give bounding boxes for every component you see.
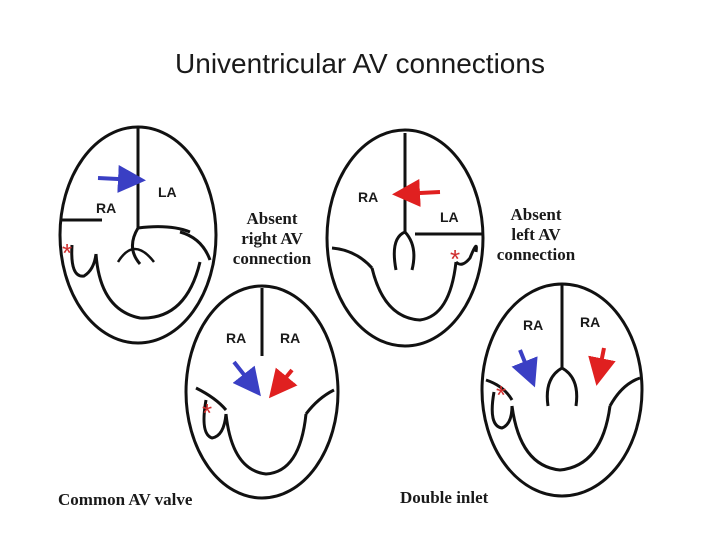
caption-absent-right: Absent right AV connection	[222, 209, 322, 269]
heart-double-inlet	[480, 282, 644, 498]
heart2-label-la: LA	[440, 209, 459, 225]
heart2-label-ra: RA	[358, 189, 378, 205]
heart4-marker: *	[496, 380, 506, 410]
caption-absent-right-line3: connection	[232, 249, 312, 268]
caption-absent-left-line1: Absent	[510, 205, 562, 224]
slide-title: Univentricular AV connections	[175, 48, 545, 79]
heart-absent-right	[58, 125, 218, 345]
heart1-marker: *	[62, 238, 72, 268]
caption-absent-left: Absent left AV connection	[486, 205, 586, 265]
caption-common-valve: Common AV valve	[58, 490, 193, 509]
heart4-label-ra-left: RA	[523, 317, 543, 333]
caption-absent-left-line2: left AV	[511, 225, 561, 244]
heart3-marker: *	[202, 398, 212, 428]
heart3-label-ra-left: RA	[226, 330, 246, 346]
caption-absent-right-line1: Absent	[246, 209, 298, 228]
heart-common-valve	[184, 284, 340, 500]
heart3-label-ra-right: RA	[280, 330, 300, 346]
caption-absent-left-line3: connection	[496, 245, 576, 264]
heart1-label-la: LA	[158, 184, 177, 200]
heart-absent-left	[325, 128, 485, 348]
caption-double-inlet: Double inlet	[400, 488, 489, 507]
heart4-label-ra-right: RA	[580, 314, 600, 330]
heart2-marker: *	[450, 244, 460, 274]
heart1-label-ra: RA	[96, 200, 116, 216]
caption-absent-right-line2: right AV	[241, 229, 303, 248]
